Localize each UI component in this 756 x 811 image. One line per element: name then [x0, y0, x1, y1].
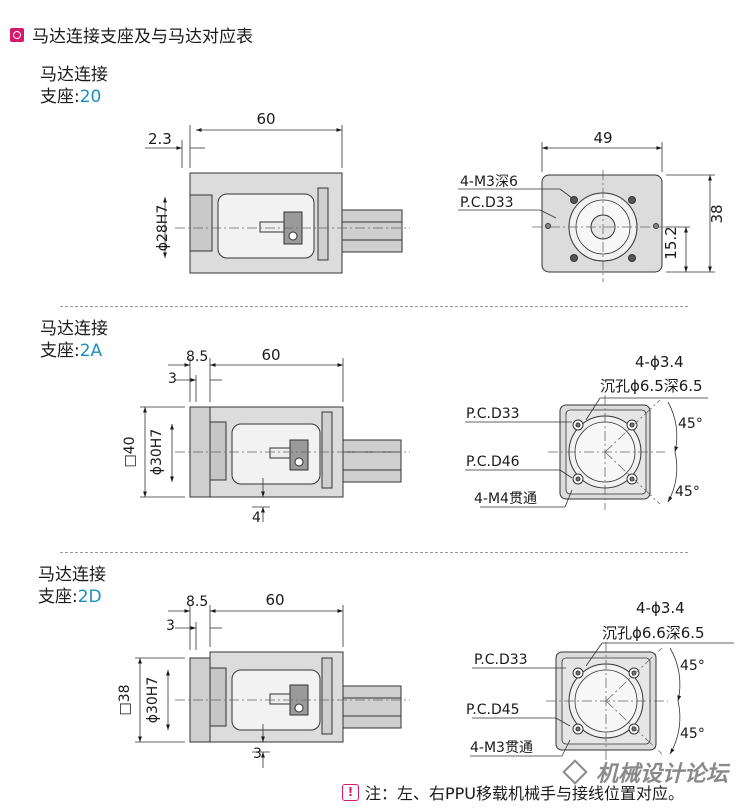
section-divider — [60, 306, 688, 307]
dimension-lines-2d — [135, 605, 344, 768]
title-marker-icon — [10, 27, 24, 42]
watermark-diamond-icon — [562, 759, 588, 785]
callout-angle-lower: 45° — [680, 726, 705, 742]
callout-thread: 4-M4贯通 — [474, 491, 537, 507]
dim-offset-b: 3 — [168, 371, 177, 387]
dim-offset-a: 8.5 — [186, 349, 208, 365]
callout-pcd-inner: P.C.D33 — [466, 406, 520, 422]
callout-counterbore: 沉孔ϕ6.5深6.5 — [600, 377, 703, 395]
section-label-2a: 马达连接 支座:2A — [40, 319, 108, 361]
callout-angle-lower: 45° — [675, 484, 700, 500]
dim-offset-b: 3 — [166, 618, 175, 634]
dim-center: 15.2 — [662, 226, 680, 259]
callout-pcd: P.C.D33 — [460, 195, 514, 211]
callout-angle-upper: 45° — [678, 416, 703, 432]
warning-icon: ! — [342, 783, 359, 801]
side-view-2d — [189, 651, 402, 743]
dim-square: □40 — [122, 436, 138, 467]
centerlines-20 — [532, 170, 672, 282]
dim-length: 60 — [261, 346, 280, 364]
section-divider — [60, 552, 688, 553]
callout-hole: 4-ϕ3.4 — [635, 353, 684, 371]
side-view-20 — [189, 172, 403, 274]
callout-counterbore: 沉孔ϕ6.6深6.5 — [602, 624, 705, 642]
front-view-20 — [541, 174, 663, 273]
section-code: 2D — [77, 587, 102, 607]
title-text: 马达连接支座及与马达对应表 — [32, 27, 253, 47]
section-label-20: 马达连接 支座:20 — [40, 65, 108, 107]
callout-thread: 4-M3贯通 — [470, 740, 533, 756]
page-title: 马达连接支座及与马达对应表 — [10, 22, 253, 47]
callout-pcd-inner: P.C.D33 — [474, 652, 528, 668]
section-code: 2A — [79, 341, 103, 361]
footer-note: ! 注：左、右PPU移载机械手与接线位置对应。 — [342, 780, 684, 804]
dim-width: 49 — [593, 129, 612, 147]
watermark-text: 机械设计论坛 — [596, 761, 729, 787]
callout-thread: 4-M3深6 — [460, 174, 518, 190]
dim-length: 60 — [265, 591, 284, 609]
dim-offset-a: 8.5 — [186, 594, 208, 610]
leaders-2d — [470, 642, 734, 757]
footer-note-text: 注：左、右PPU移载机械手与接线位置对应。 — [365, 784, 685, 803]
dim-diameter: ϕ30H7 — [145, 677, 161, 723]
centerlines-2a — [548, 395, 665, 510]
section-label-2d: 马达连接 支座:2D — [38, 565, 106, 607]
dimension-lines-20 — [145, 125, 343, 258]
section-code: 20 — [79, 87, 102, 107]
dim-square: □38 — [117, 684, 133, 715]
dim-diameter: ϕ28H7 — [155, 205, 171, 251]
watermark: 机械设计论坛 — [562, 756, 729, 788]
dimension-lines-20-front — [458, 142, 715, 273]
callout-hole: 4-ϕ3.4 — [636, 599, 685, 617]
callout-pcd-outer: P.C.D46 — [466, 454, 520, 470]
dim-diameter: ϕ30H7 — [149, 429, 165, 475]
dim-bottom: 3 — [253, 746, 262, 762]
dimension-lines-2a — [140, 358, 344, 522]
side-view-2a — [189, 406, 402, 498]
centerlines-2d — [546, 642, 668, 760]
dim-bottom: 4 — [252, 510, 261, 526]
callout-pcd-outer: P.C.D45 — [466, 702, 520, 718]
dim-offset: 2.3 — [148, 130, 172, 148]
callout-angle-upper: 45° — [680, 658, 705, 674]
leaders-2a — [465, 397, 708, 508]
dim-height: 38 — [708, 204, 726, 223]
dim-length: 60 — [256, 110, 275, 128]
